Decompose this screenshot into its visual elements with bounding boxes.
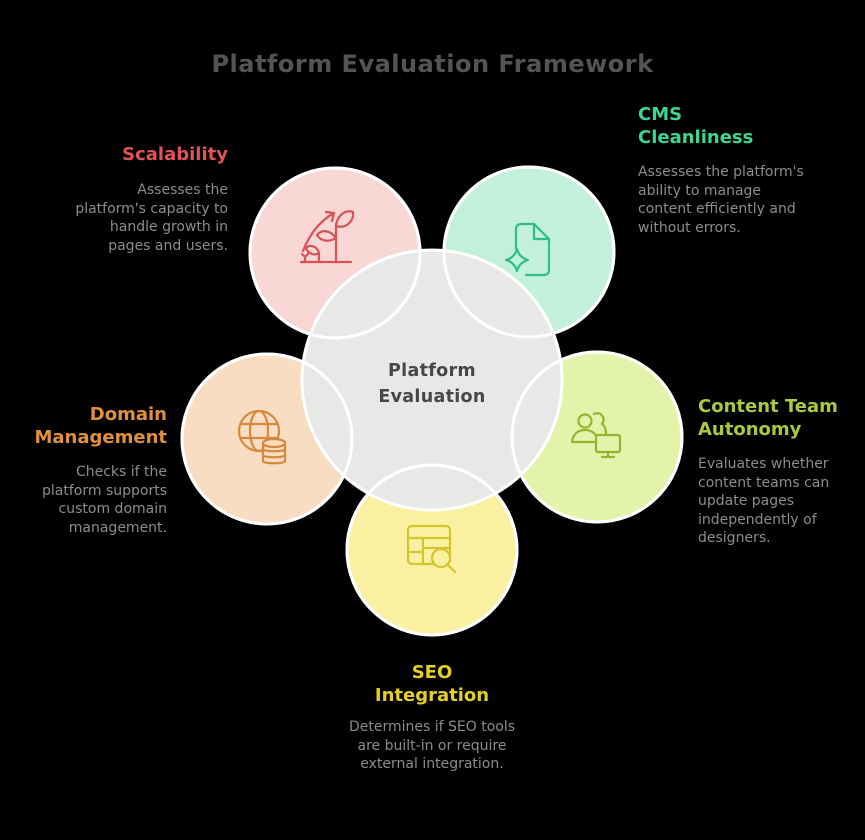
globe-database-icon xyxy=(237,409,287,465)
table-search-icon xyxy=(406,524,457,574)
center-label-line: Platform xyxy=(388,361,476,381)
center-label-line: Evaluation xyxy=(378,387,486,408)
growth-plant-icon xyxy=(299,210,355,264)
center-circle xyxy=(300,248,564,512)
node-description-seo-integration: Determines if SEO tools are built-in or … xyxy=(348,719,516,773)
petal-outlines xyxy=(180,165,684,637)
node-description-content-team-autonomy: Evaluates whether content teams can upda… xyxy=(698,456,830,547)
team-monitor-icon xyxy=(570,412,622,459)
node-description-scalability: Assesses the platform's capacity to hand… xyxy=(75,182,228,254)
page-title: Platform Evaluation Framework xyxy=(211,50,654,78)
node-description-cms-cleanliness: Assesses the platform's ability to manag… xyxy=(638,164,804,236)
sparkle-document-icon xyxy=(504,222,551,277)
node-heading-scalability: Scalability xyxy=(122,144,228,165)
venn-circles xyxy=(180,165,684,637)
node-description-domain-management: Checks if the platform supports custom d… xyxy=(42,464,167,536)
center-node-label: Platform Evaluation xyxy=(352,358,512,411)
